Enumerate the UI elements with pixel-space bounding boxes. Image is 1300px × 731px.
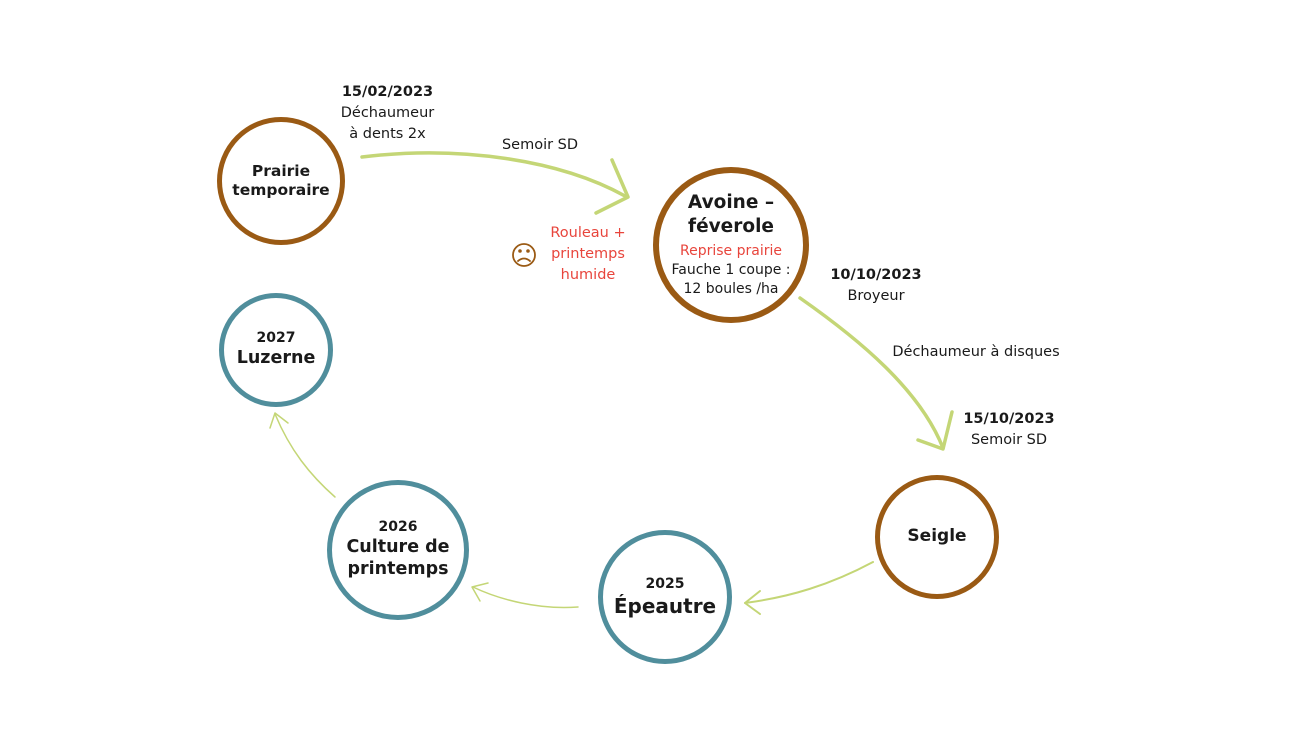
node-title-line1: Culture de bbox=[346, 537, 450, 558]
arrow-seigle-epeautre bbox=[744, 561, 874, 604]
node-avoine-feverole: Avoine – féverole Reprise prairie Fauche… bbox=[653, 167, 809, 323]
label-date: 15/10/2023 bbox=[963, 411, 1055, 427]
node-year: 2027 bbox=[256, 330, 296, 347]
node-title: Luzerne bbox=[236, 348, 316, 369]
node-title-line2: féverole bbox=[688, 216, 774, 237]
arrow-culture-luzerne-head bbox=[269, 412, 289, 429]
label-semoir-sd-1: Semoir SD bbox=[501, 137, 579, 153]
arrow-avoine-seigle bbox=[798, 296, 945, 450]
arrow-prairie-avoine bbox=[360, 151, 627, 198]
node-note-line2: 12 boules /ha bbox=[683, 281, 779, 298]
arrow-epeautre-culture-head bbox=[471, 582, 489, 602]
node-epeautre: 2025 Épeautre bbox=[598, 530, 732, 664]
arrow-seigle-epeautre-head bbox=[744, 590, 761, 615]
node-title: Seigle bbox=[907, 526, 967, 547]
label-line2: printemps bbox=[551, 246, 625, 262]
node-seigle: Seigle bbox=[875, 475, 999, 599]
node-title-line2: temporaire bbox=[232, 181, 330, 199]
node-culture-de-printemps: 2026 Culture de printemps bbox=[327, 480, 469, 620]
node-title-line2: printemps bbox=[347, 559, 449, 579]
node-year: 2025 bbox=[645, 575, 685, 592]
label-line1: Rouleau + bbox=[550, 225, 626, 241]
arrow-prairie-avoine-head bbox=[594, 158, 630, 215]
label-line2: à dents 2x bbox=[349, 126, 426, 142]
label-dechaumeur-disques: Déchaumeur à disques bbox=[892, 344, 1060, 360]
node-title: Épeautre bbox=[613, 593, 717, 618]
arrow-culture-luzerne bbox=[274, 413, 336, 498]
node-title-line1: Avoine – bbox=[687, 191, 775, 213]
sad-face-icon bbox=[512, 243, 536, 267]
arrow-avoine-seigle-head bbox=[916, 410, 954, 451]
node-year: 2026 bbox=[378, 519, 418, 536]
label-rouleau: Rouleau + printemps humide bbox=[543, 223, 633, 286]
label-step-15-10-2023: 15/10/2023 Semoir SD bbox=[958, 409, 1060, 451]
node-note-reprise: Reprise prairie bbox=[680, 243, 782, 260]
label-date: 15/02/2023 bbox=[341, 84, 434, 100]
label-line1: Déchaumeur bbox=[340, 105, 435, 121]
label-step-15-02-2023: 15/02/2023 Déchaumeur à dents 2x bbox=[330, 82, 445, 145]
label-date: 10/10/2023 bbox=[830, 267, 922, 283]
label-step-10-10-2023: 10/10/2023 Broyeur bbox=[826, 265, 926, 307]
node-prairie-temporaire: Prairie temporaire bbox=[217, 117, 345, 245]
label-line1: Broyeur bbox=[847, 288, 905, 304]
arrow-epeautre-culture bbox=[472, 586, 579, 609]
label-line3: humide bbox=[560, 267, 616, 283]
node-title-line1: Prairie bbox=[251, 161, 311, 180]
node-luzerne: 2027 Luzerne bbox=[219, 293, 333, 407]
node-note-line1: Fauche 1 coupe : bbox=[671, 262, 791, 279]
label-line1: Semoir SD bbox=[970, 432, 1048, 448]
